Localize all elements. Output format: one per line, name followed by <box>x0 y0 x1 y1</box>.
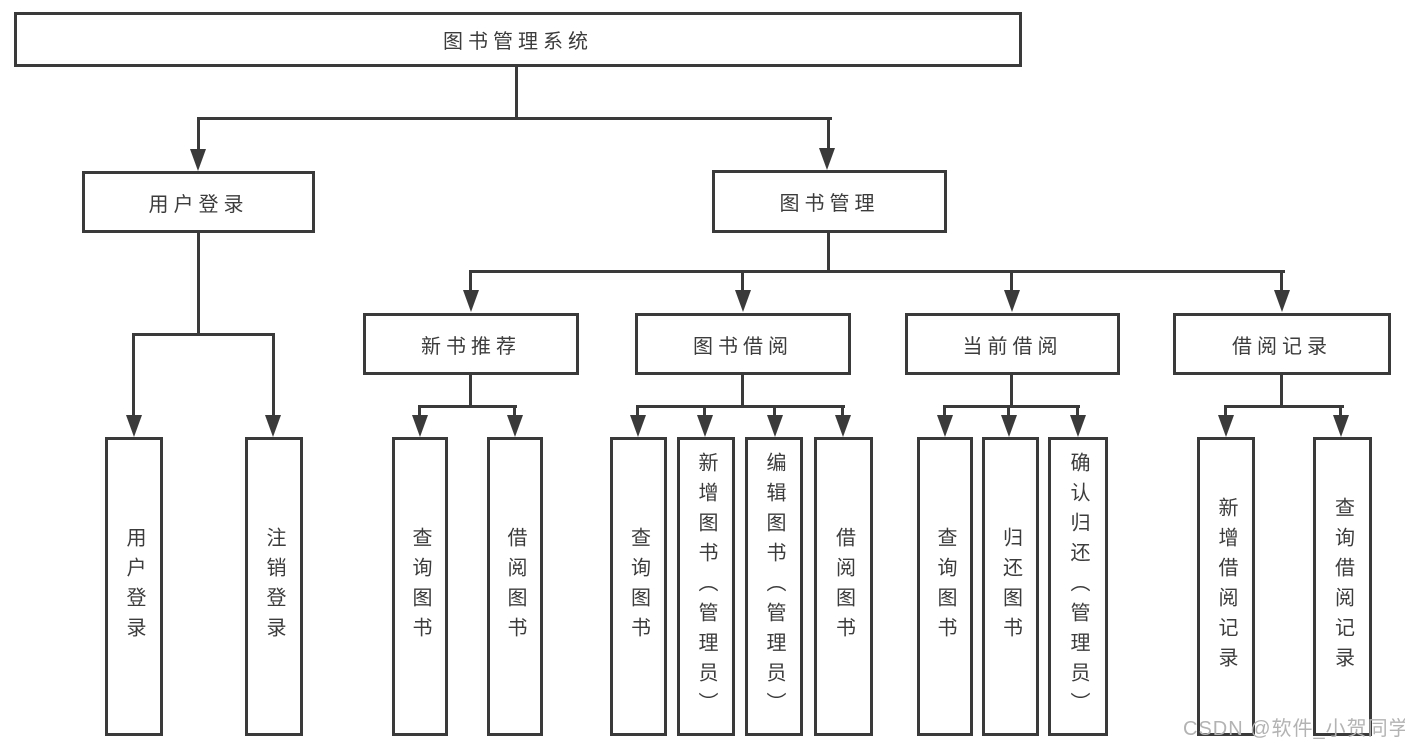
connector-line <box>272 333 275 416</box>
leaf-borrow-books-borrowing: 借阅图书 <box>814 437 873 736</box>
node-label: 查询图书 <box>627 526 650 647</box>
arrow-down-icon <box>835 415 851 437</box>
node-label: 借阅记录 <box>1232 335 1332 358</box>
connector-line <box>1224 405 1344 408</box>
node-label: 查询借阅记录 <box>1331 496 1354 677</box>
arrow-down-icon <box>937 415 953 437</box>
connector-line <box>1010 375 1013 408</box>
arrow-down-icon <box>265 415 281 437</box>
connector-line <box>418 405 517 408</box>
leaf-query-borrowing-record: 查询借阅记录 <box>1313 437 1372 736</box>
leaf-add-borrowing-record: 新增借阅记录 <box>1197 437 1255 736</box>
node-book-management: 图书管理 <box>712 170 947 233</box>
arrow-down-icon <box>126 415 142 437</box>
connector-line <box>469 270 472 292</box>
node-label: 借阅图书 <box>504 526 526 647</box>
connector-line <box>197 117 832 120</box>
leaf-query-books-current: 查询图书 <box>917 437 973 736</box>
arrow-down-icon <box>1070 415 1086 437</box>
node-label: 图书管理系统 <box>443 31 593 53</box>
connector-line <box>703 405 706 417</box>
connector-line <box>418 405 421 417</box>
arrow-down-icon <box>819 148 835 170</box>
connector-line <box>943 405 946 417</box>
arrow-down-icon <box>1004 290 1020 312</box>
node-new-book-recommendation: 新书推荐 <box>363 313 579 375</box>
arrow-down-icon <box>1218 415 1234 437</box>
node-label: 借阅图书 <box>832 526 855 647</box>
node-label: 图书借阅 <box>693 335 793 358</box>
leaf-edit-book-admin: 编辑图书（管理员） <box>745 437 803 736</box>
node-user-login: 用户登录 <box>82 171 315 233</box>
connector-line <box>133 333 275 336</box>
connector-line <box>1280 375 1283 408</box>
node-label: 归还图书 <box>999 526 1022 647</box>
connector-line <box>1076 405 1079 417</box>
connector-line <box>469 270 1285 273</box>
leaf-return-books: 归还图书 <box>982 437 1039 736</box>
arrow-down-icon <box>697 415 713 437</box>
node-label: 新书推荐 <box>421 335 521 358</box>
leaf-confirm-return-admin: 确认归还（管理员） <box>1048 437 1108 736</box>
arrow-down-icon <box>507 415 523 437</box>
connector-line <box>1224 405 1227 417</box>
connector-line <box>741 270 744 292</box>
arrow-down-icon <box>1333 415 1349 437</box>
connector-line <box>636 405 639 417</box>
node-current-borrowing: 当前借阅 <box>905 313 1120 375</box>
arrow-down-icon <box>463 290 479 312</box>
connector-line <box>1339 405 1342 417</box>
connector-line <box>197 117 200 150</box>
leaf-query-books-recommend: 查询图书 <box>392 437 448 736</box>
node-library-system: 图书管理系统 <box>14 12 1022 67</box>
node-book-borrowing: 图书借阅 <box>635 313 851 375</box>
arrow-down-icon <box>190 149 206 171</box>
connector-line <box>197 233 200 336</box>
arrow-down-icon <box>630 415 646 437</box>
leaf-user-login: 用户登录 <box>105 437 163 736</box>
node-borrowing-records: 借阅记录 <box>1173 313 1391 375</box>
leaf-logout: 注销登录 <box>245 437 303 736</box>
node-label: 查询图书 <box>934 526 956 647</box>
leaf-query-books-borrowing: 查询图书 <box>610 437 667 736</box>
node-label: 当前借阅 <box>962 335 1063 358</box>
watermark: CSDN @软件_小贺同学 <box>1183 718 1405 740</box>
connector-line <box>469 375 472 408</box>
connector-line <box>827 233 830 273</box>
connector-line <box>636 405 845 408</box>
connector-line <box>841 405 844 417</box>
node-label: 新增借阅记录 <box>1215 496 1237 677</box>
leaf-add-book-admin: 新增图书（管理员） <box>677 437 735 736</box>
arrow-down-icon <box>735 290 751 312</box>
node-label: 新增图书（管理员） <box>695 451 717 722</box>
node-label: 编辑图书（管理员） <box>763 451 785 722</box>
connector-line <box>515 67 518 119</box>
node-label: 图书管理 <box>779 193 880 215</box>
node-label: 注销登录 <box>263 526 285 647</box>
arrow-down-icon <box>767 415 783 437</box>
connector-line <box>513 405 516 417</box>
arrow-down-icon <box>1274 290 1290 312</box>
connector-line <box>773 405 776 417</box>
arrow-down-icon <box>412 415 428 437</box>
connector-line <box>827 117 830 150</box>
arrow-down-icon <box>1001 415 1017 437</box>
connector-line <box>132 333 135 416</box>
connector-line <box>1010 270 1013 292</box>
node-label: 用户登录 <box>148 193 249 216</box>
node-label: 用户登录 <box>123 526 145 647</box>
leaf-borrow-books-recommend: 借阅图书 <box>487 437 543 736</box>
connector-line <box>943 405 1080 408</box>
connector-line <box>1007 405 1010 417</box>
connector-line <box>1280 270 1283 292</box>
node-label: 确认归还（管理员） <box>1067 451 1089 722</box>
node-label: 查询图书 <box>409 526 431 647</box>
connector-line <box>741 375 744 408</box>
